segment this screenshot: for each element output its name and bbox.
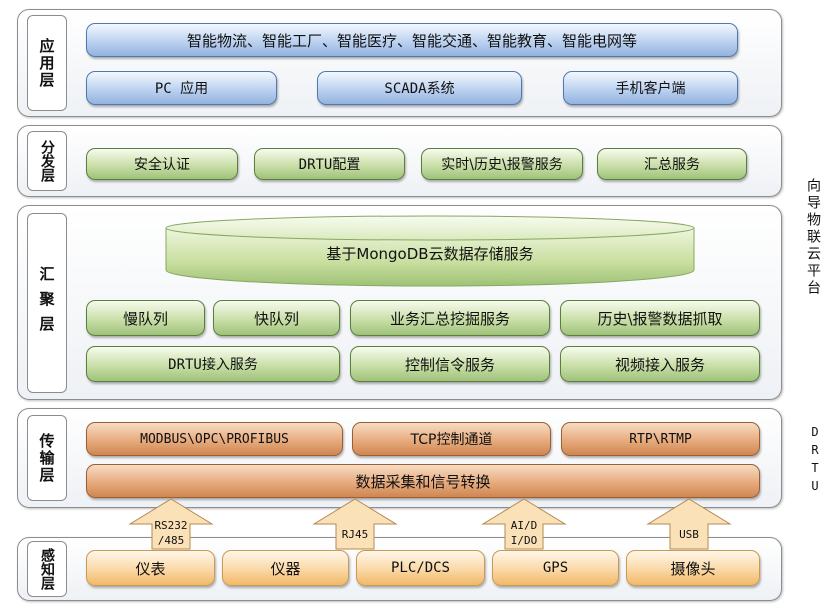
rj45-label: RJ45 [341,528,369,541]
instrument-button[interactable]: 仪器 [222,550,349,586]
mobile-client-button[interactable]: 手机客户端 [563,71,738,105]
rj45-arrow: RJ45 [312,498,398,550]
ai-label: AI/D [510,519,538,532]
rs485-label: /485 [157,534,185,547]
fast-queue-button[interactable]: 快队列 [213,300,340,336]
control-signal-button[interactable]: 控制信令服务 [350,346,550,382]
up-arrow-icon [312,498,398,550]
distribution-layer-label: 分发层 [27,131,67,191]
drtu-config-button[interactable]: DRTU配置 [254,148,405,180]
transport-layer-label: 传输层 [27,415,67,501]
data-collection-conversion-button[interactable]: 数据采集和信号转换 [86,464,760,498]
tcp-control-channel-button[interactable]: TCP控制通道 [352,422,551,456]
ido-label: I/DO [510,534,538,547]
realtime-history-alarm-button[interactable]: 实时\历史\报警服务 [421,148,583,180]
up-arrow-icon [128,498,214,550]
sensing-layer-label: 感知层 [27,541,67,597]
rs232-label: RS232 [154,519,188,532]
platform-side-label: 向导物联云平台 [805,178,821,297]
security-auth-button[interactable]: 安全认证 [86,148,238,180]
meter-button[interactable]: 仪表 [86,550,215,586]
video-access-button[interactable]: 视频接入服务 [560,346,760,382]
usb-label: USB [679,528,699,541]
up-arrow-icon [481,498,567,550]
application-layer-label: 应用层 [27,15,67,111]
drtu-access-button[interactable]: DRTU接入服务 [86,346,340,382]
camera-button[interactable]: 摄像头 [626,550,760,586]
ai-di-do-arrow: AI/D I/DO [481,498,567,550]
drtu-side-label: DRTU [808,425,822,497]
usb-arrow: USB [646,498,732,550]
plc-dcs-button[interactable]: PLC/DCS [356,550,485,586]
history-alarm-capture-button[interactable]: 历史\报警数据抓取 [560,300,760,336]
cloud-storage-label: 基于MongoDB云数据存储服务 [326,244,534,263]
pc-application-button[interactable]: PC 应用 [86,71,277,105]
summary-service-button[interactable]: 汇总服务 [597,148,747,180]
modbus-opc-profibus-button[interactable]: MODBUS\OPC\PROFIBUS [86,422,343,456]
cloud-storage-cylinder [165,215,695,287]
rtp-rtmp-button[interactable]: RTP\RTMP [561,422,760,456]
business-mining-button[interactable]: 业务汇总挖掘服务 [350,300,550,336]
smart-applications-banner[interactable]: 智能物流、智能工厂、智能医疗、智能交通、智能教育、智能电网等 [86,23,738,57]
scada-system-button[interactable]: SCADA系统 [317,71,522,105]
gps-button[interactable]: GPS [492,550,619,586]
aggregation-layer-label: 汇聚层 [27,213,67,393]
up-arrow-icon [646,498,732,550]
slow-queue-button[interactable]: 慢队列 [86,300,205,336]
rs232-485-arrow: RS232 /485 [128,498,214,550]
